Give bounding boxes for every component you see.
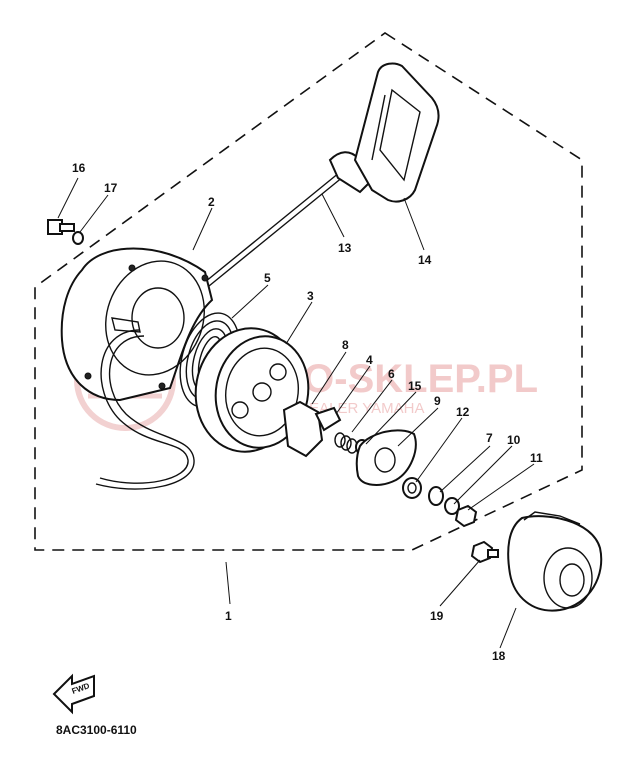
part-label-17: 17 — [104, 181, 118, 195]
diagram-code: 8AC3100-6110 — [56, 723, 137, 737]
starter-pulley — [507, 511, 603, 612]
return-spring — [334, 432, 358, 454]
part-label-9: 9 — [434, 394, 441, 408]
drive-pawl — [282, 400, 324, 458]
rope-loop — [99, 329, 189, 484]
pawl-spring — [314, 406, 342, 432]
part-label-5: 5 — [264, 271, 271, 285]
part-label-16: 16 — [72, 161, 86, 175]
part-label-1: 1 — [225, 609, 232, 623]
nut — [454, 504, 478, 528]
part-label-12: 12 — [456, 405, 470, 419]
part-labels: 1 2 3 4 5 6 7 8 9 10 11 12 13 14 15 16 1… — [72, 161, 543, 663]
fwd-arrow-icon: FWD — [52, 673, 95, 715]
part-label-13: 13 — [338, 241, 352, 255]
starter-case — [60, 247, 214, 402]
plain-washer — [402, 477, 422, 499]
part-label-8: 8 — [342, 338, 349, 352]
part-label-3: 3 — [307, 289, 314, 303]
part-label-18: 18 — [492, 649, 506, 663]
part-label-6: 6 — [388, 367, 395, 381]
part-label-10: 10 — [507, 433, 521, 447]
washer — [72, 231, 84, 245]
starter-rope — [204, 167, 346, 283]
leader-lines — [57, 177, 535, 649]
part-label-4: 4 — [366, 353, 373, 367]
part-label-15: 15 — [408, 379, 422, 393]
bolt — [47, 219, 75, 235]
part-label-14: 14 — [418, 253, 432, 267]
part-label-7: 7 — [486, 431, 493, 445]
pulley-bolt — [470, 540, 499, 564]
drive-plate — [355, 429, 417, 486]
part-label-19: 19 — [430, 609, 444, 623]
part-label-2: 2 — [208, 195, 215, 209]
starter-handle — [328, 62, 440, 203]
spring-washer — [428, 486, 444, 506]
part-label-11: 11 — [530, 451, 543, 465]
